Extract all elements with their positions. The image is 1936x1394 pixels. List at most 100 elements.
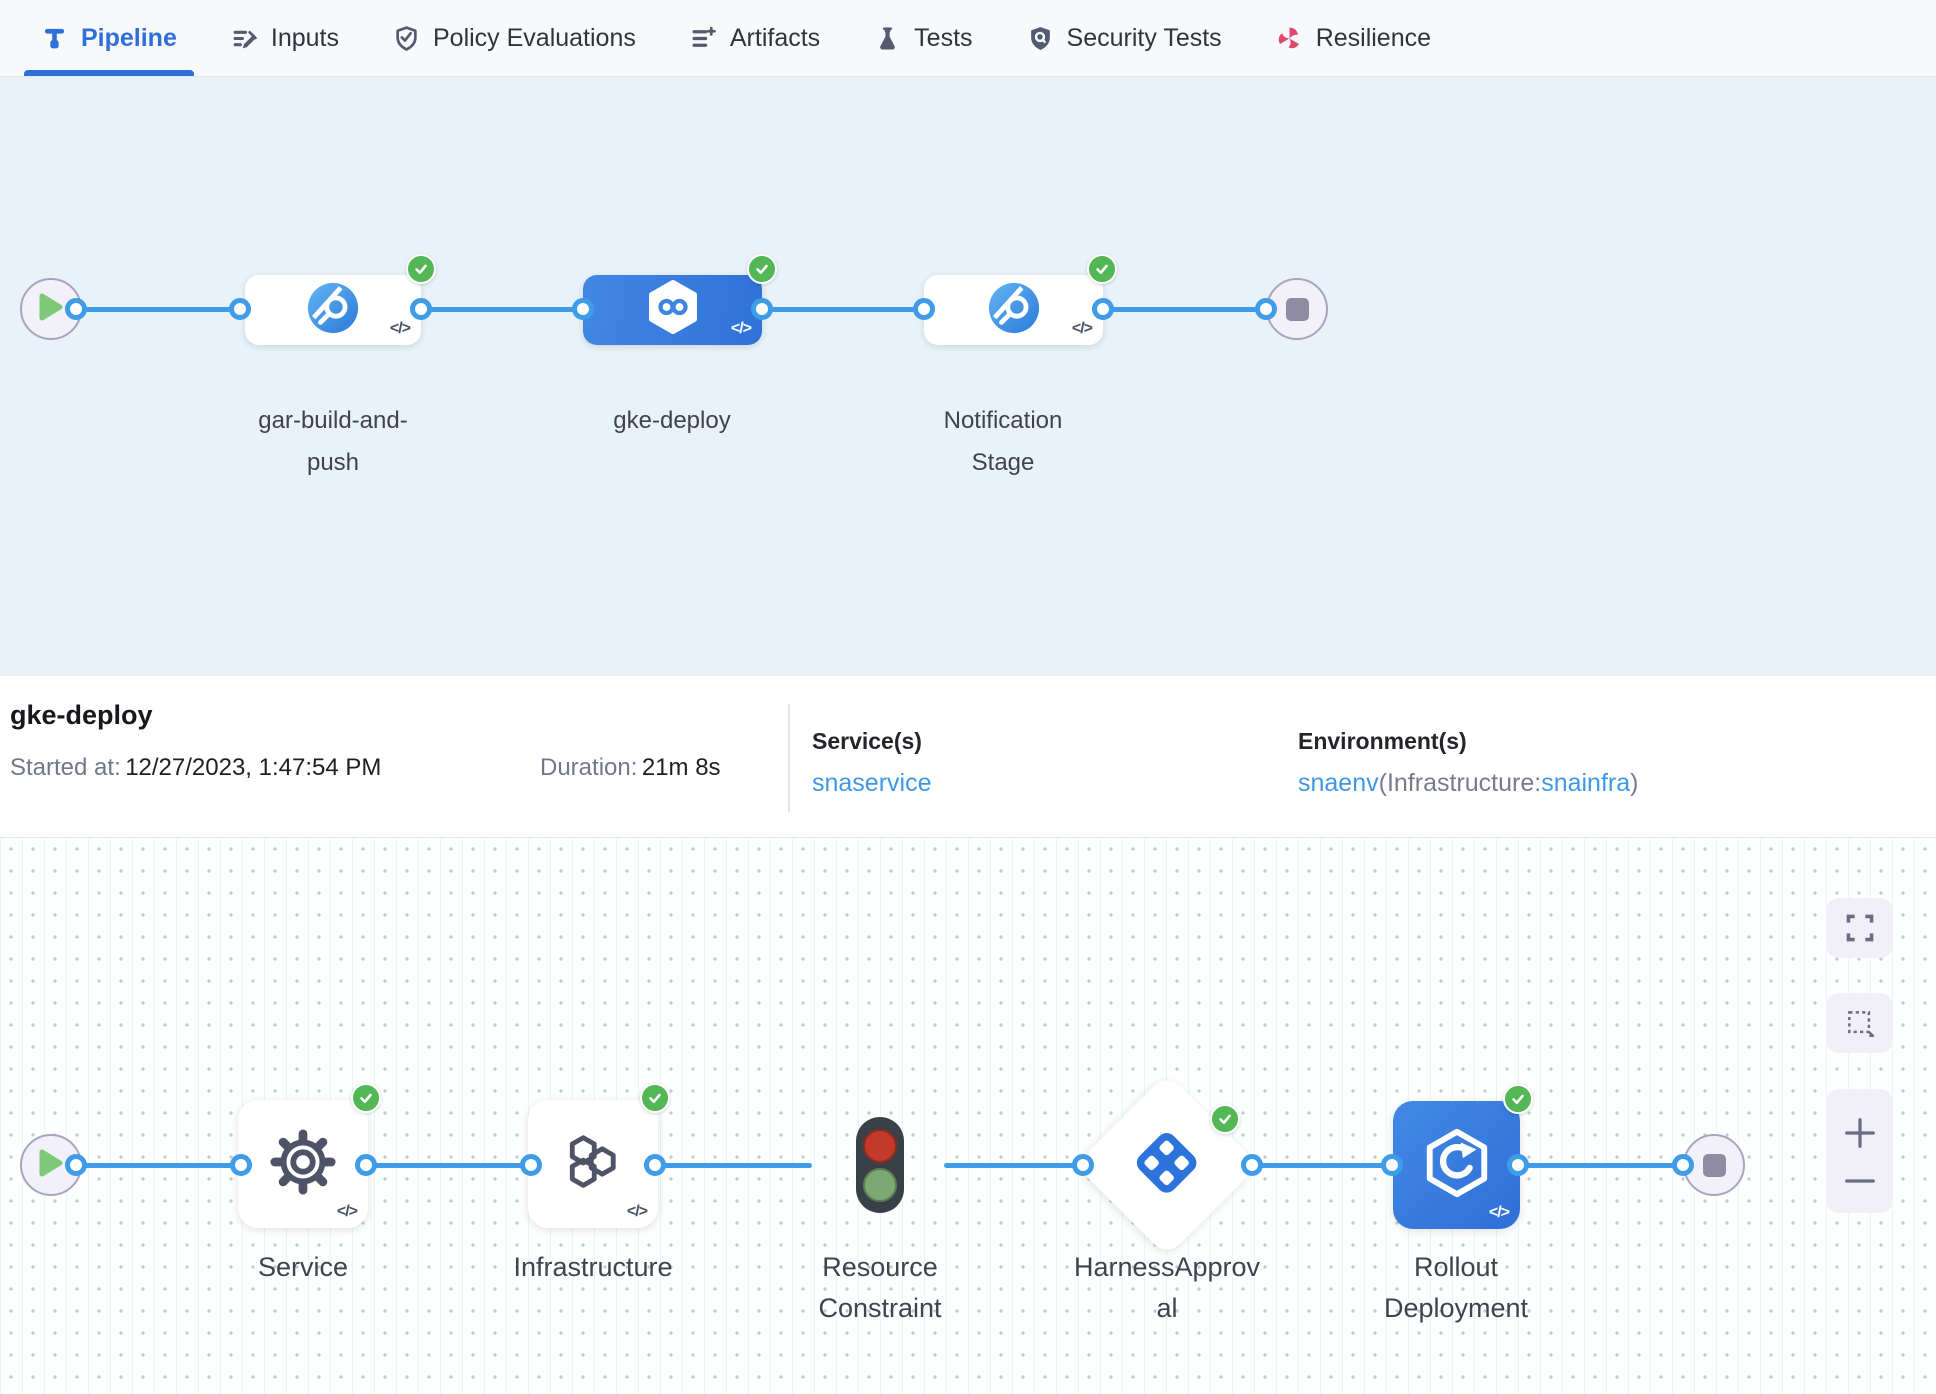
tab-resilience-label: Resilience <box>1315 23 1432 52</box>
success-badge <box>406 254 436 284</box>
edge <box>1518 1163 1683 1168</box>
port <box>355 1154 377 1176</box>
tab-policy-evaluations-label: Policy Evaluations <box>432 23 636 52</box>
port <box>520 1154 542 1176</box>
zoom-in-icon[interactable] <box>1843 1116 1877 1150</box>
port <box>410 298 432 320</box>
tab-security-tests-label: Security Tests <box>1066 23 1222 52</box>
port <box>1381 1154 1403 1176</box>
yaml-code-icon[interactable]: </> <box>389 320 411 337</box>
environment-link[interactable]: snaenv <box>1298 769 1379 797</box>
gear-icon <box>269 1128 337 1201</box>
port <box>1672 1154 1694 1176</box>
started-at-value: 12/27/2023, 1:47:54 PM <box>125 754 382 781</box>
yaml-code-icon[interactable]: </> <box>336 1203 358 1220</box>
tab-policy-evaluations[interactable]: Policy Evaluations <box>366 0 663 76</box>
yaml-code-icon[interactable]: </> <box>730 320 752 337</box>
pipeline-icon <box>41 25 68 52</box>
shield-scan-icon <box>1027 25 1054 52</box>
edge <box>76 1163 241 1168</box>
success-badge <box>1210 1104 1240 1134</box>
stage-card-gke-deploy[interactable]: </> <box>583 275 762 345</box>
step-card-rollout-deployment[interactable]: </> <box>1393 1101 1520 1229</box>
tab-resilience[interactable]: Resilience <box>1249 0 1458 76</box>
stage-pipeline-canvas: </> </> </> <box>0 77 1936 676</box>
stage-label: gar-build-and-push <box>258 407 408 476</box>
tab-pipeline-label: Pipeline <box>81 23 177 52</box>
stage-details-bar: gke-deploy Started at: 12/27/2023, 1:47:… <box>0 676 1936 838</box>
yaml-code-icon[interactable]: </> <box>626 1203 648 1220</box>
services-label: Service(s) <box>812 728 922 754</box>
hexagons-icon <box>558 1131 628 1198</box>
port <box>913 298 935 320</box>
tab-tests[interactable]: Tests <box>847 0 999 76</box>
tab-artifacts[interactable]: Artifacts <box>663 0 847 76</box>
stage-card-notification-stage[interactable]: </> <box>924 275 1103 345</box>
started-at-label: Started at: <box>10 754 121 781</box>
step-resource-constraint-traffic-light-icon[interactable] <box>856 1117 904 1213</box>
play-icon <box>38 1149 64 1182</box>
tab-security-tests[interactable]: Security Tests <box>1000 0 1249 76</box>
port <box>1507 1154 1529 1176</box>
port <box>230 1154 252 1176</box>
service-link[interactable]: snaservice <box>812 769 932 797</box>
infrastructure-link[interactable]: snainfra <box>1541 769 1631 797</box>
stage-label: Notification Stage <box>943 407 1063 476</box>
green-light <box>863 1167 897 1202</box>
list-plus-icon <box>690 25 717 52</box>
stage-label: gke-deploy <box>613 407 731 434</box>
port <box>1092 298 1114 320</box>
step-label: Infrastructure <box>513 1252 673 1282</box>
rollout-icon <box>1420 1126 1494 1205</box>
environments-label: Environment(s) <box>1298 728 1467 754</box>
infrastructure-suffix: ) <box>1630 769 1639 797</box>
port <box>751 298 773 320</box>
marquee-select-button[interactable] <box>1826 993 1893 1053</box>
chaos-pinwheel-icon <box>1276 25 1303 52</box>
deploy-stage-icon <box>644 279 702 342</box>
red-light <box>863 1128 897 1163</box>
divider <box>788 704 790 812</box>
success-badge <box>747 254 777 284</box>
step-label: HarnessApproval <box>1073 1252 1261 1323</box>
zoom-out-icon[interactable] <box>1843 1176 1877 1186</box>
edge <box>655 1163 812 1168</box>
execution-tab-bar: Pipeline Inputs Policy Evaluations <box>0 0 1936 77</box>
port <box>1072 1154 1094 1176</box>
success-badge <box>1087 254 1117 284</box>
tab-inputs-label: Inputs <box>270 23 339 52</box>
port <box>644 1154 666 1176</box>
stage-title: gke-deploy <box>10 700 153 730</box>
fullscreen-button[interactable] <box>1826 898 1893 958</box>
flask-icon <box>874 25 901 52</box>
port <box>1241 1154 1263 1176</box>
stage-card-gar-build-and-push[interactable]: </> <box>245 275 421 345</box>
tab-artifacts-label: Artifacts <box>729 23 821 52</box>
marquee-select-icon <box>1844 1007 1876 1039</box>
yaml-code-icon[interactable]: </> <box>1071 320 1093 337</box>
yaml-code-icon[interactable]: </> <box>1488 1204 1510 1221</box>
zoom-controls <box>1826 1089 1893 1213</box>
tab-inputs[interactable]: Inputs <box>204 0 366 76</box>
success-badge <box>351 1083 381 1113</box>
port <box>229 298 251 320</box>
approval-icon <box>1127 1123 1207 1208</box>
edge <box>421 307 583 312</box>
port <box>1255 298 1277 320</box>
play-icon <box>38 293 64 326</box>
edge <box>762 307 924 312</box>
step-label: Rollout Deployment <box>1383 1252 1529 1323</box>
success-badge <box>1503 1084 1533 1114</box>
step-card-infrastructure[interactable]: </> <box>528 1100 658 1228</box>
shield-check-icon <box>393 25 420 52</box>
step-card-harness-approval[interactable] <box>1075 1073 1259 1257</box>
stop-icon <box>1285 297 1309 321</box>
tab-pipeline[interactable]: Pipeline <box>14 0 204 76</box>
custom-stage-icon <box>306 281 360 340</box>
end-node <box>1266 278 1328 340</box>
edge <box>1252 1163 1393 1168</box>
custom-stage-icon <box>987 281 1041 340</box>
edge <box>1103 307 1266 312</box>
step-card-service[interactable]: </> <box>238 1100 368 1228</box>
success-badge <box>640 1083 670 1113</box>
